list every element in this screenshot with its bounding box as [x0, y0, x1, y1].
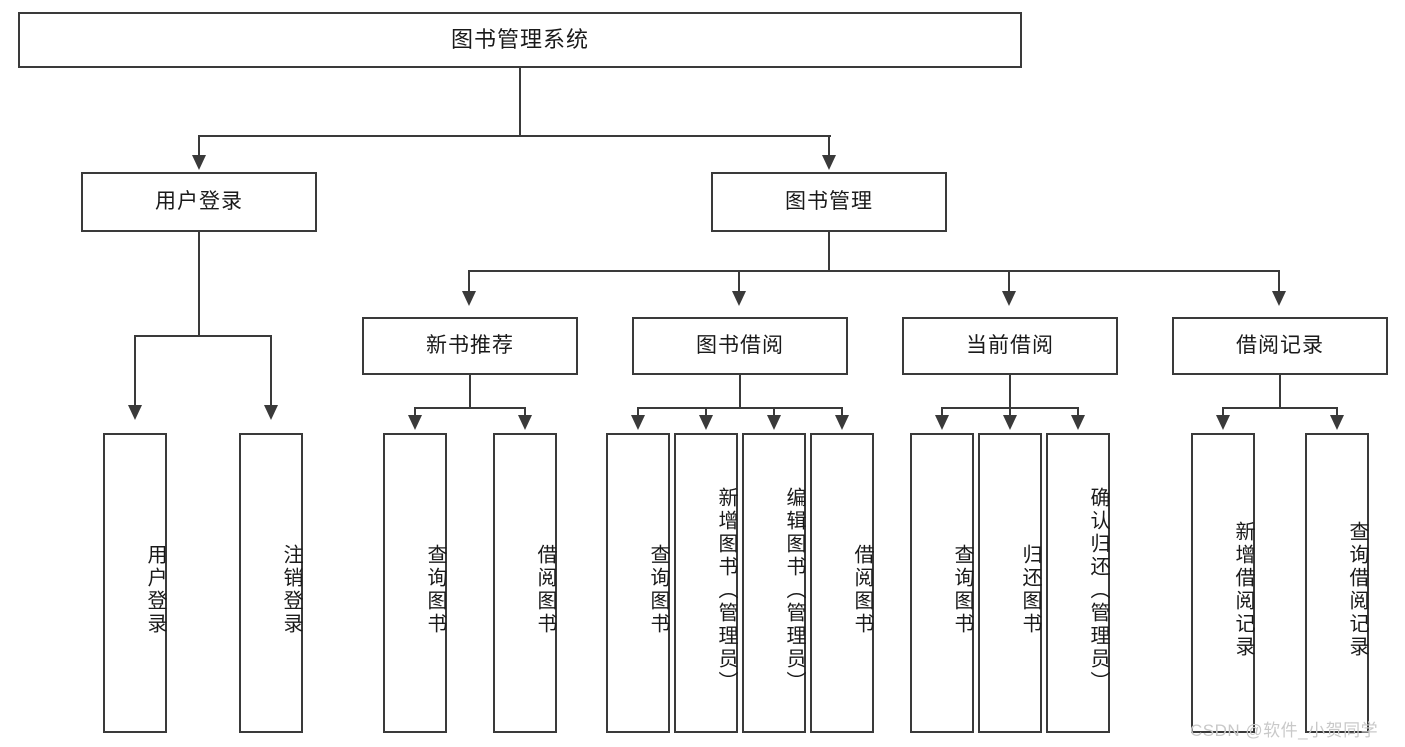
leaf-bb-add-book-admin[interactable]: 新增图书（管理员） [674, 433, 738, 733]
connector-root-to-book-management [828, 135, 830, 157]
connector-br-to-leaf-1 [1222, 407, 1224, 417]
node-label: 查询图书 [647, 544, 669, 636]
arrow-nb-to-leaf-2 [518, 415, 532, 430]
leaf-cb-confirm-return-admin[interactable]: 确认归还（管理员） [1046, 433, 1110, 733]
connector-bm-to-current-borrow [1008, 270, 1010, 293]
leaf-br-add-record[interactable]: 新增借阅记录 [1191, 433, 1255, 733]
node-root-book-management-system[interactable]: 图书管理系统 [18, 12, 1022, 68]
node-borrow-record[interactable]: 借阅记录 [1172, 317, 1388, 375]
connector-book-borrow-bar [637, 407, 843, 409]
node-label: 新增借阅记录 [1232, 521, 1254, 659]
node-label: 确认归还（管理员） [1087, 486, 1109, 694]
node-label: 图书管理系统 [450, 27, 589, 53]
connector-bb-to-leaf-1 [637, 407, 639, 417]
connector-user-login-to-leaf-1 [134, 335, 136, 407]
node-label: 归还图书 [1019, 544, 1041, 636]
arrow-cb-to-leaf-1 [935, 415, 949, 430]
connector-bb-to-leaf-3 [773, 407, 775, 417]
leaf-logout[interactable]: 注销登录 [239, 433, 303, 733]
connector-bb-to-leaf-4 [841, 407, 843, 417]
connector-cb-to-leaf-2 [1009, 407, 1011, 417]
arrow-bm-to-current-borrow [1002, 291, 1016, 306]
node-user-login[interactable]: 用户登录 [81, 172, 317, 232]
leaf-nb-borrow-book[interactable]: 借阅图书 [493, 433, 557, 733]
node-book-borrow[interactable]: 图书借阅 [632, 317, 848, 375]
arrow-cb-to-leaf-3 [1071, 415, 1085, 430]
connector-root-to-user-login [198, 135, 200, 157]
node-label: 借阅图书 [534, 544, 556, 636]
node-new-book-recommend[interactable]: 新书推荐 [362, 317, 578, 375]
node-label: 用户登录 [144, 544, 166, 636]
arrow-root-to-user-login [192, 155, 206, 170]
connector-bm-to-book-borrow [738, 270, 740, 293]
connector-new-book-bar [414, 407, 526, 409]
node-label: 借阅图书 [851, 544, 873, 636]
leaf-user-login[interactable]: 用户登录 [103, 433, 167, 733]
leaf-nb-query-book[interactable]: 查询图书 [383, 433, 447, 733]
node-label: 查询图书 [951, 544, 973, 636]
connector-new-book-stem [469, 375, 471, 409]
connector-bb-to-leaf-2 [705, 407, 707, 417]
connector-nb-to-leaf-2 [524, 407, 526, 417]
leaf-bb-edit-book-admin[interactable]: 编辑图书（管理员） [742, 433, 806, 733]
connector-borrow-record-bar [1222, 407, 1338, 409]
node-label: 新书推荐 [426, 333, 514, 357]
connector-bm-to-new-book [468, 270, 470, 293]
arrow-br-to-leaf-2 [1330, 415, 1344, 430]
connector-current-borrow-stem [1009, 375, 1011, 409]
node-label: 编辑图书（管理员） [783, 486, 805, 694]
leaf-bb-query-book[interactable]: 查询图书 [606, 433, 670, 733]
node-label: 注销登录 [280, 544, 302, 636]
arrow-bm-to-book-borrow [732, 291, 746, 306]
arrow-cb-to-leaf-2 [1003, 415, 1017, 430]
arrow-bb-to-leaf-4 [835, 415, 849, 430]
node-label: 新增图书（管理员） [715, 486, 737, 694]
node-current-borrow[interactable]: 当前借阅 [902, 317, 1118, 375]
node-label: 查询图书 [424, 544, 446, 636]
arrow-user-login-to-leaf-2 [264, 405, 278, 420]
connector-book-management-stem [828, 232, 830, 272]
connector-cb-to-leaf-1 [941, 407, 943, 417]
arrow-bm-to-new-book [462, 291, 476, 306]
arrow-nb-to-leaf-1 [408, 415, 422, 430]
connector-root-bar [199, 135, 831, 137]
connector-user-login-stem [198, 232, 200, 337]
connector-borrow-record-stem [1279, 375, 1281, 409]
leaf-cb-return-book[interactable]: 归还图书 [978, 433, 1042, 733]
connector-book-borrow-stem [739, 375, 741, 409]
node-label: 图书借阅 [696, 333, 784, 357]
leaf-cb-query-book[interactable]: 查询图书 [910, 433, 974, 733]
arrow-bb-to-leaf-1 [631, 415, 645, 430]
node-label: 借阅记录 [1236, 333, 1324, 357]
csdn-watermark: CSDN @软件_小贺同学 [1190, 721, 1379, 740]
leaf-bb-borrow-book[interactable]: 借阅图书 [810, 433, 874, 733]
arrow-bb-to-leaf-3 [767, 415, 781, 430]
arrow-bm-to-borrow-record [1272, 291, 1286, 306]
node-label: 查询借阅记录 [1346, 521, 1368, 659]
node-label: 用户登录 [155, 189, 243, 213]
connector-br-to-leaf-2 [1336, 407, 1338, 417]
connector-root-stem [519, 68, 521, 135]
arrow-user-login-to-leaf-1 [128, 405, 142, 420]
connector-bm-to-borrow-record [1278, 270, 1280, 293]
leaf-br-query-record[interactable]: 查询借阅记录 [1305, 433, 1369, 733]
connector-book-management-bar [468, 270, 1280, 272]
node-label: 图书管理 [785, 189, 873, 213]
node-book-management[interactable]: 图书管理 [711, 172, 947, 232]
node-label: 当前借阅 [966, 333, 1054, 357]
connector-nb-to-leaf-1 [414, 407, 416, 417]
arrow-br-to-leaf-1 [1216, 415, 1230, 430]
connector-user-login-to-leaf-2 [270, 335, 272, 407]
connector-cb-to-leaf-3 [1077, 407, 1079, 417]
connector-user-login-bar [134, 335, 272, 337]
arrow-root-to-book-management [822, 155, 836, 170]
arrow-bb-to-leaf-2 [699, 415, 713, 430]
